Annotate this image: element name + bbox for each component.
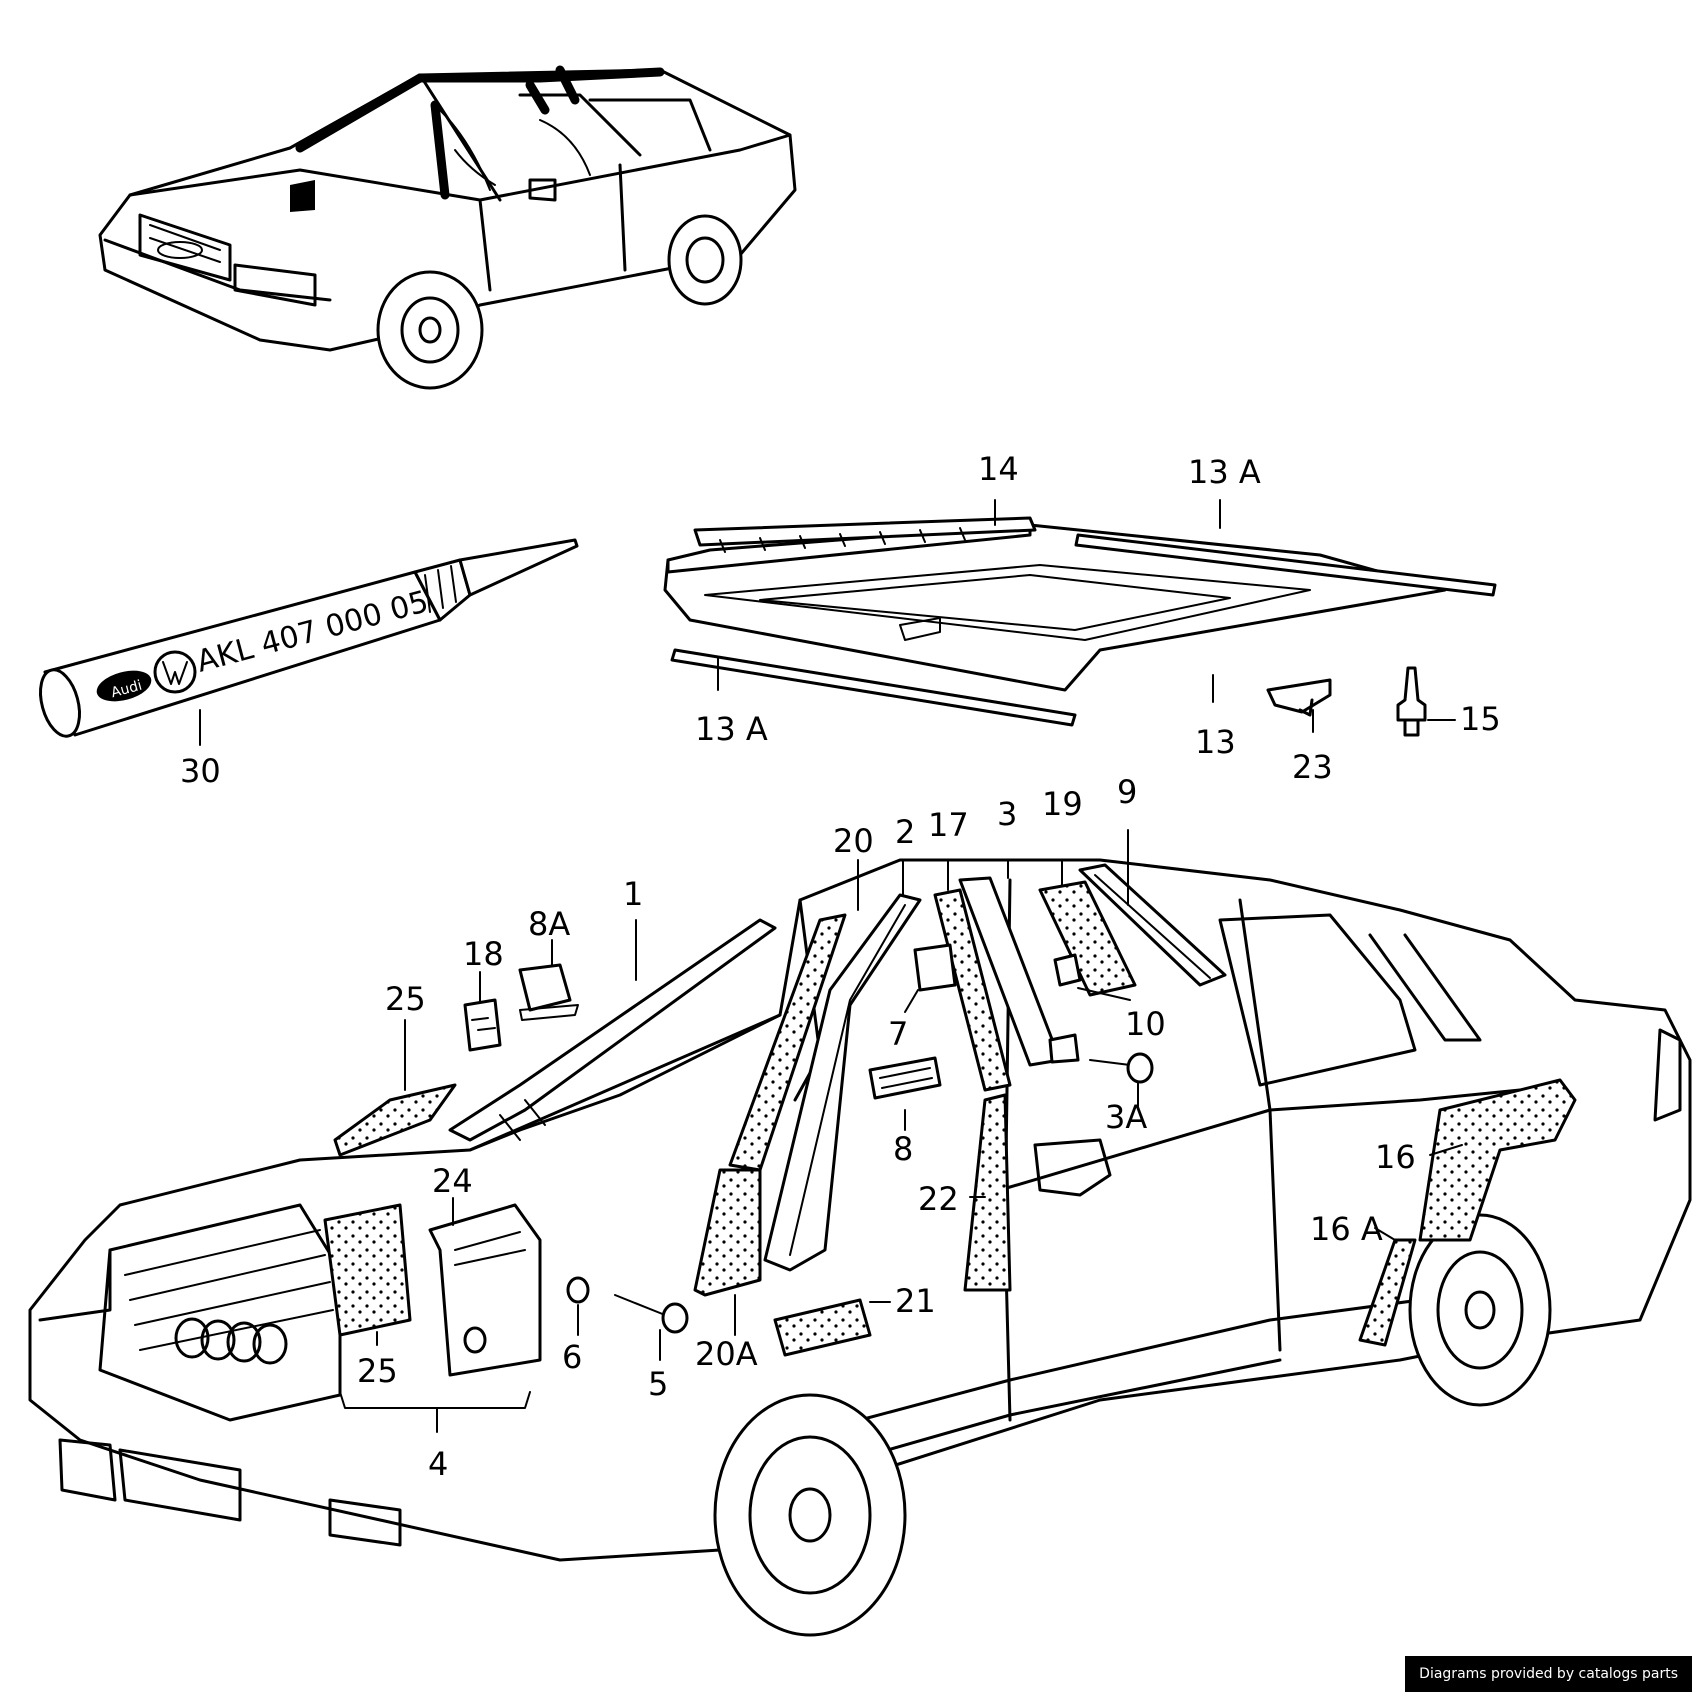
callout-16: 16: [1375, 1138, 1416, 1176]
callout-20: 20: [833, 822, 874, 860]
audi-logo-text: Audi: [109, 678, 143, 702]
callout-4: 4: [428, 1445, 448, 1483]
callout-13a-left: 13 A: [695, 710, 768, 748]
callout-25-bottom: 25: [357, 1352, 398, 1390]
callout-8a: 8A: [528, 905, 570, 943]
callout-3: 3: [997, 795, 1017, 833]
callout-30: 30: [180, 752, 221, 790]
callout-3a: 3A: [1105, 1098, 1147, 1136]
sealant-tube: Audi AKL 407 000 05: [39, 538, 579, 738]
callout-21: 21: [895, 1282, 936, 1320]
callout-17: 17: [928, 806, 969, 844]
callout-labels: 14 13 A 13 A 13 23 15 30 20 2 17 3 19 9 …: [180, 450, 1501, 1483]
callout-23: 23: [1292, 748, 1333, 786]
main-car: [28, 858, 1692, 1637]
callout-13a-top: 13 A: [1188, 453, 1261, 491]
callout-2: 2: [895, 813, 915, 851]
audi-logo: [96, 670, 152, 702]
callout-10: 10: [1125, 1005, 1166, 1043]
callout-24: 24: [432, 1162, 473, 1200]
callout-6: 6: [562, 1338, 582, 1376]
callout-16a: 16 A: [1310, 1210, 1383, 1248]
callout-5: 5: [648, 1365, 668, 1403]
callout-9: 9: [1117, 773, 1137, 811]
callout-8: 8: [893, 1130, 913, 1168]
callout-25-top: 25: [385, 980, 426, 1018]
callout-14: 14: [978, 450, 1019, 488]
callout-20a: 20A: [695, 1335, 758, 1373]
roof-assembly: [663, 516, 1497, 737]
callout-15: 15: [1460, 700, 1501, 738]
callout-13: 13: [1195, 723, 1236, 761]
callout-19: 19: [1042, 785, 1083, 823]
reference-car: [98, 65, 797, 390]
callout-7: 7: [888, 1015, 908, 1053]
callout-1: 1: [623, 875, 643, 913]
callout-18: 18: [463, 935, 504, 973]
credit-badge: Diagrams provided by catalogs parts: [1405, 1656, 1692, 1692]
callout-22: 22: [918, 1180, 959, 1218]
leader-lines: [199, 499, 1463, 1433]
body-parts: [323, 863, 1577, 1377]
